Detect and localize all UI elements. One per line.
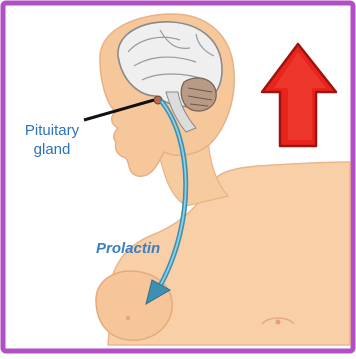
nipple-left bbox=[126, 316, 130, 320]
prolactin-label: Prolactin bbox=[96, 240, 160, 257]
pituitary-gland-label: Pituitary gland bbox=[12, 121, 92, 159]
pituitary-label-line1: Pituitary bbox=[25, 122, 79, 139]
nipple-right bbox=[276, 320, 281, 325]
cerebellum-shape bbox=[181, 78, 216, 111]
pituitary-label-line2: gland bbox=[34, 141, 71, 158]
